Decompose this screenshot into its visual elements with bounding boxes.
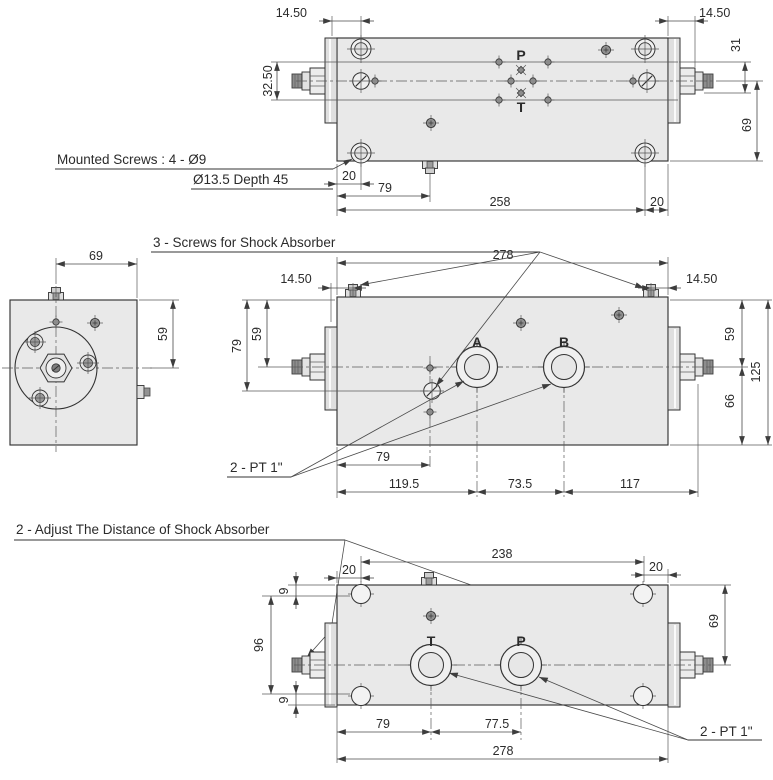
dim-edge-to-t: 79 xyxy=(376,717,390,731)
front-view-body xyxy=(336,296,669,446)
port-label-t: T xyxy=(517,99,526,115)
dim-pt-left: 32.50 xyxy=(261,65,275,96)
dim-top-to-axis-left: 59 xyxy=(250,327,264,341)
port-label-p: P xyxy=(516,47,525,63)
drain-plug xyxy=(421,572,437,586)
pt-ports-note-front: 2 - PT 1" xyxy=(227,380,552,478)
top-view-dimensions: 14.50 32.50 14.50 31 69 20 79 xyxy=(261,6,763,216)
dim-offset-left: 14.50 xyxy=(276,6,307,20)
mounted-screws-note-line1: Mounted Screws : 4 - Ø9 xyxy=(57,152,206,167)
dim-height: 125 xyxy=(749,362,763,383)
dim-edge-to-screw: 20 xyxy=(342,169,356,183)
dim-edge-to-drain: 79 xyxy=(378,181,392,195)
front-view: A B 3 - Screws for Shock Absorber 278 14… xyxy=(151,235,772,498)
dim-edge-left: 20 xyxy=(342,563,356,577)
dim-top-to-axis-right: 59 xyxy=(723,327,737,341)
dim-length: 278 xyxy=(493,248,514,262)
dim-edge-to-hole-top: 9 xyxy=(277,587,291,594)
mounted-screws-note-line2: Ø13.5 Depth 45 xyxy=(193,172,288,187)
mounted-screws-note: Mounted Screws : 4 - Ø9 Ø13.5 Depth 45 xyxy=(55,152,353,190)
bottom-view-dimensions: 238 20 20 9 96 9 xyxy=(252,547,731,763)
dim-screw-left: 14.50 xyxy=(280,272,311,286)
dim-screw-to-edge: 20 xyxy=(650,195,664,209)
dim-t-to-p: 77.5 xyxy=(485,717,509,731)
bottom-view: 2 - Adjust The Distance of Shock Absorbe… xyxy=(14,522,762,763)
dim-screw-right: 14.50 xyxy=(686,272,717,286)
port-label-t: T xyxy=(427,633,436,649)
dim-screw-span: 238 xyxy=(492,547,513,561)
adjust-distance-note-text: 2 - Adjust The Distance of Shock Absorbe… xyxy=(16,522,270,537)
front-view-dimensions: 278 14.50 14.50 59 79 59 66 xyxy=(230,248,772,498)
dim-screw-span: 258 xyxy=(490,195,511,209)
dim-center-to-face: 69 xyxy=(89,249,103,263)
dim-axis-to-bottom: 66 xyxy=(723,394,737,408)
shock-screws-note-text: 3 - Screws for Shock Absorber xyxy=(153,235,336,250)
dim-offset-right: 14.50 xyxy=(699,6,730,20)
dim-hole-span: 96 xyxy=(252,638,266,652)
dim-top-to-axis: 59 xyxy=(156,327,170,341)
dim-axis-to-edge: 69 xyxy=(740,118,754,132)
dim-edge-right: 20 xyxy=(649,560,663,574)
dim-top-to-axis: 69 xyxy=(707,614,721,628)
side-view-dimensions: 69 59 xyxy=(55,249,179,369)
side-view-body xyxy=(9,299,138,446)
dim-pt-right: 31 xyxy=(729,38,743,52)
shock-screws-note: 3 - Screws for Shock Absorber xyxy=(151,235,645,387)
dim-length: 278 xyxy=(493,744,514,758)
port-label-p: P xyxy=(516,633,525,649)
dim-edge-to-hole-bottom: 9 xyxy=(277,696,291,703)
port-label-a: A xyxy=(472,334,482,350)
bottom-view-body xyxy=(336,584,669,706)
dim-edge-to-a: 119.5 xyxy=(389,477,419,491)
side-stud xyxy=(136,385,151,399)
pt-note-bottom-text: 2 - PT 1" xyxy=(700,724,753,739)
port-label-b: B xyxy=(559,334,569,350)
dim-b-to-end: 117 xyxy=(620,477,640,491)
side-view: 69 59 xyxy=(2,249,179,452)
top-view: P T 14.50 32.50 14.50 31 69 xyxy=(55,6,763,216)
drain-plug xyxy=(422,160,438,174)
pt-ports-note-bottom: 2 - PT 1" xyxy=(448,672,762,741)
center-hex-nut xyxy=(39,353,73,383)
dim-a-to-b: 73.5 xyxy=(508,477,532,491)
pt-note-front-text: 2 - PT 1" xyxy=(230,460,283,475)
dim-top-to-shock: 79 xyxy=(230,339,244,353)
dim-edge-to-shock: 79 xyxy=(376,450,390,464)
